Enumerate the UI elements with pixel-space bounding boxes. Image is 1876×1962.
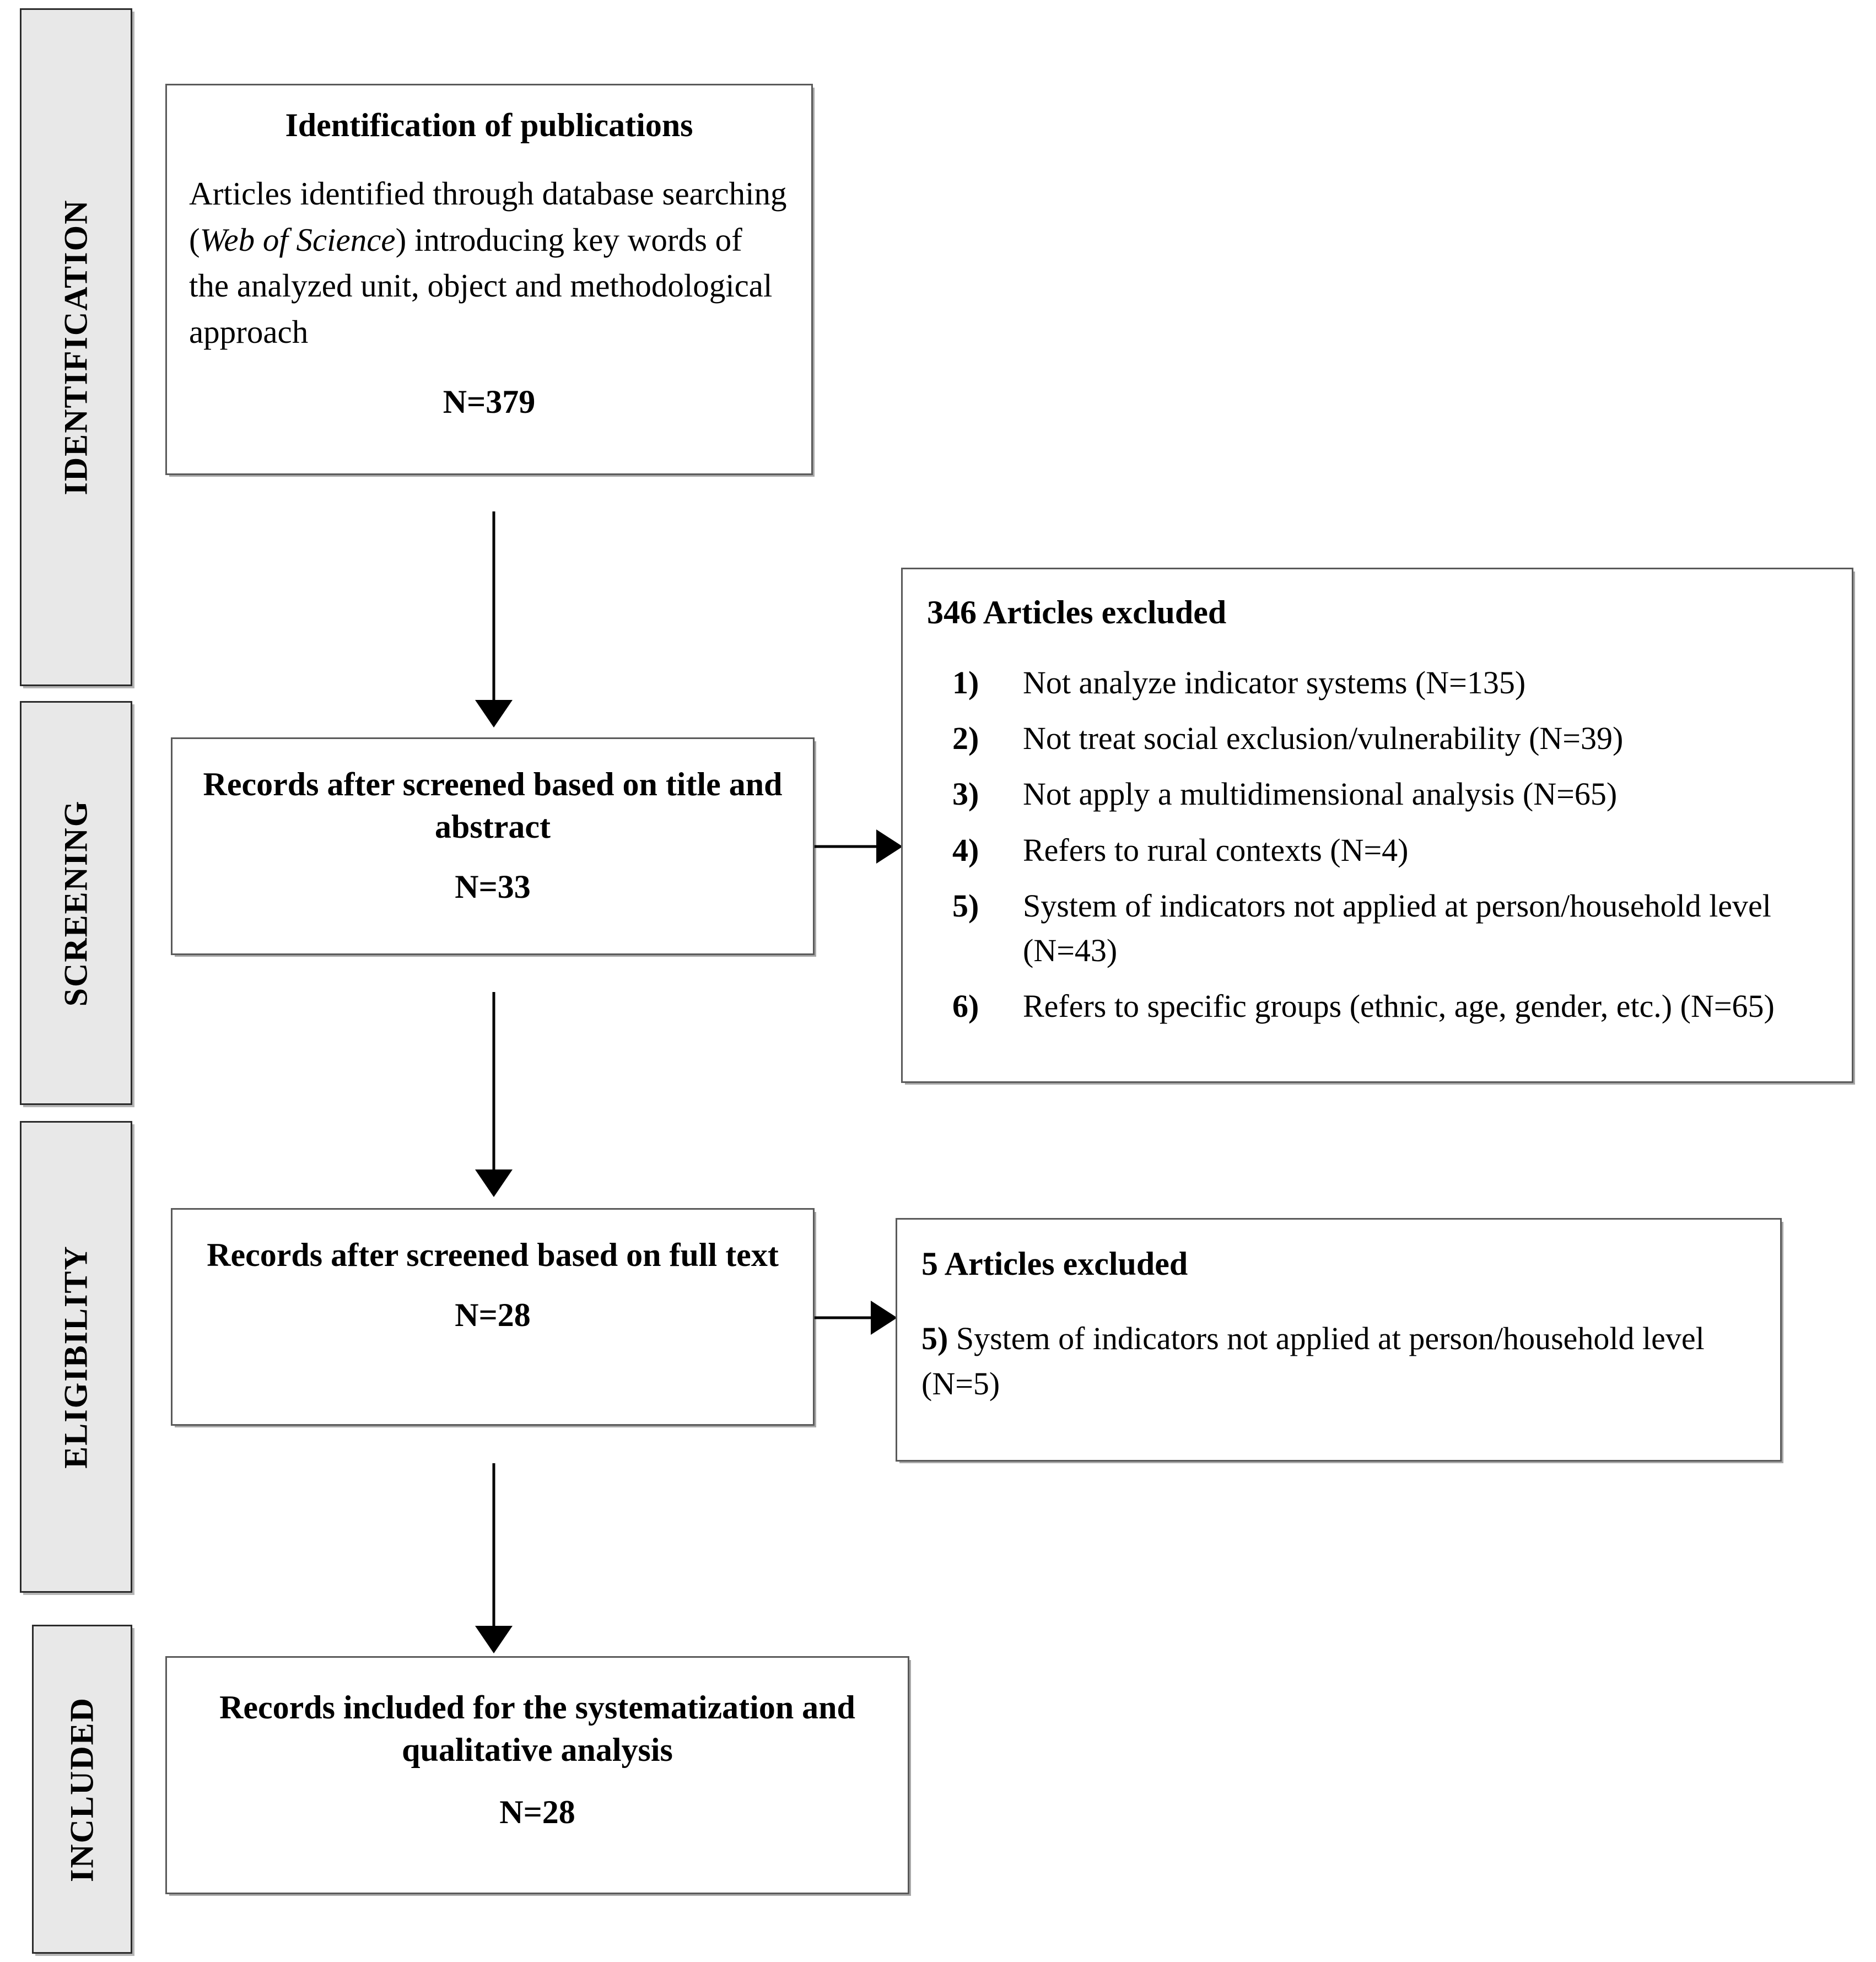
- list-item-text: Not apply a multidimensional analysis (N…: [1023, 776, 1618, 812]
- screening-excluded-heading: 346 Articles excluded: [927, 594, 1227, 630]
- arrow-shaft: [492, 511, 495, 700]
- list-item-number: 1): [952, 665, 979, 700]
- stage-identification-label: IDENTIFICATION: [57, 199, 94, 495]
- eligibility-excluded-item-number: 5): [921, 1320, 948, 1356]
- list-item-text: System of indicators not applied at pers…: [1023, 887, 1771, 968]
- list-item-text: Not analyze indicator systems (N=135): [1023, 665, 1526, 700]
- included-title: Records included for the systematization…: [219, 1689, 855, 1768]
- stage-eligibility: ELIGIBILITY: [20, 1121, 132, 1593]
- arrow-head: [871, 1301, 897, 1335]
- stage-screening: SCREENING: [20, 701, 132, 1105]
- arrow-head: [475, 1626, 513, 1653]
- arrow-head: [876, 829, 903, 864]
- arrow-head: [475, 1169, 513, 1197]
- screening-excluded-list: 1) Not analyze indicator systems (N=135)…: [927, 660, 1830, 1028]
- arrow-shaft: [815, 1316, 874, 1319]
- arrow-eligibility-to-included: [475, 1463, 513, 1653]
- arrow-identification-to-screening: [475, 511, 513, 727]
- included-count: N=28: [499, 1793, 575, 1830]
- list-item: 4) Refers to rural contexts (N=4): [927, 828, 1830, 872]
- eligibility-excluded-item-text: System of indicators not applied at pers…: [921, 1320, 1705, 1402]
- screening-title: Records after screened based on title an…: [203, 766, 783, 845]
- list-item-text: Refers to rural contexts (N=4): [1023, 832, 1409, 868]
- stage-included: INCLUDED: [32, 1625, 132, 1954]
- box-eligibility-excluded: 5 Articles excluded 5) System of indicat…: [896, 1218, 1782, 1462]
- list-item-text: Not treat social exclusion/vulnerability…: [1023, 720, 1624, 757]
- list-item: 6) Refers to specific groups (ethnic, ag…: [927, 984, 1830, 1028]
- arrow-screening-to-eligibility: [475, 992, 513, 1197]
- arrow-eligibility-to-excluded: [815, 1301, 897, 1335]
- identification-count: N=379: [443, 383, 536, 420]
- identification-body: Articles identified through database sea…: [189, 171, 789, 355]
- list-item-number: 2): [952, 720, 979, 757]
- box-identification: Identification of publications Articles …: [165, 84, 813, 475]
- list-item-text: Refers to specific groups (ethnic, age, …: [1023, 988, 1775, 1025]
- box-eligibility: Records after screened based on full tex…: [171, 1208, 815, 1426]
- list-item: 5) System of indicators not applied at p…: [927, 883, 1830, 973]
- arrow-head: [475, 700, 513, 727]
- arrow-screening-to-excluded: [815, 829, 903, 864]
- arrow-shaft: [492, 1463, 495, 1626]
- list-item-number: 6): [952, 988, 979, 1025]
- stage-screening-label: SCREENING: [57, 800, 94, 1006]
- box-included: Records included for the systematization…: [165, 1656, 909, 1894]
- eligibility-excluded-body: 5) System of indicators not applied at p…: [921, 1316, 1756, 1407]
- arrow-shaft: [815, 845, 880, 848]
- identification-body-italic: Web of Science: [200, 221, 396, 258]
- stage-eligibility-label: ELIGIBILITY: [57, 1245, 94, 1469]
- list-item-number: 4): [952, 832, 979, 868]
- stage-identification: IDENTIFICATION: [20, 8, 132, 686]
- stage-included-label: INCLUDED: [63, 1696, 100, 1882]
- arrow-shaft: [492, 992, 495, 1169]
- list-item: 2) Not treat social exclusion/vulnerabil…: [927, 716, 1830, 761]
- list-item-number: 5): [952, 887, 979, 924]
- list-item: 1) Not analyze indicator systems (N=135): [927, 660, 1830, 705]
- eligibility-title: Records after screened based on full tex…: [207, 1237, 779, 1273]
- identification-body-post: ) introducing key words of the analyzed …: [189, 221, 773, 351]
- list-item: 3) Not apply a multidimensional analysis…: [927, 772, 1830, 816]
- eligibility-count: N=28: [455, 1296, 531, 1333]
- list-item-number: 3): [952, 776, 979, 812]
- eligibility-excluded-heading: 5 Articles excluded: [921, 1246, 1188, 1282]
- screening-count: N=33: [455, 868, 531, 905]
- box-screening: Records after screened based on title an…: [171, 737, 815, 955]
- box-screening-excluded: 346 Articles excluded 1) Not analyze ind…: [901, 568, 1853, 1083]
- identification-title: Identification of publications: [285, 107, 693, 143]
- identification-body-pre: Articles identified through database sea…: [189, 175, 787, 258]
